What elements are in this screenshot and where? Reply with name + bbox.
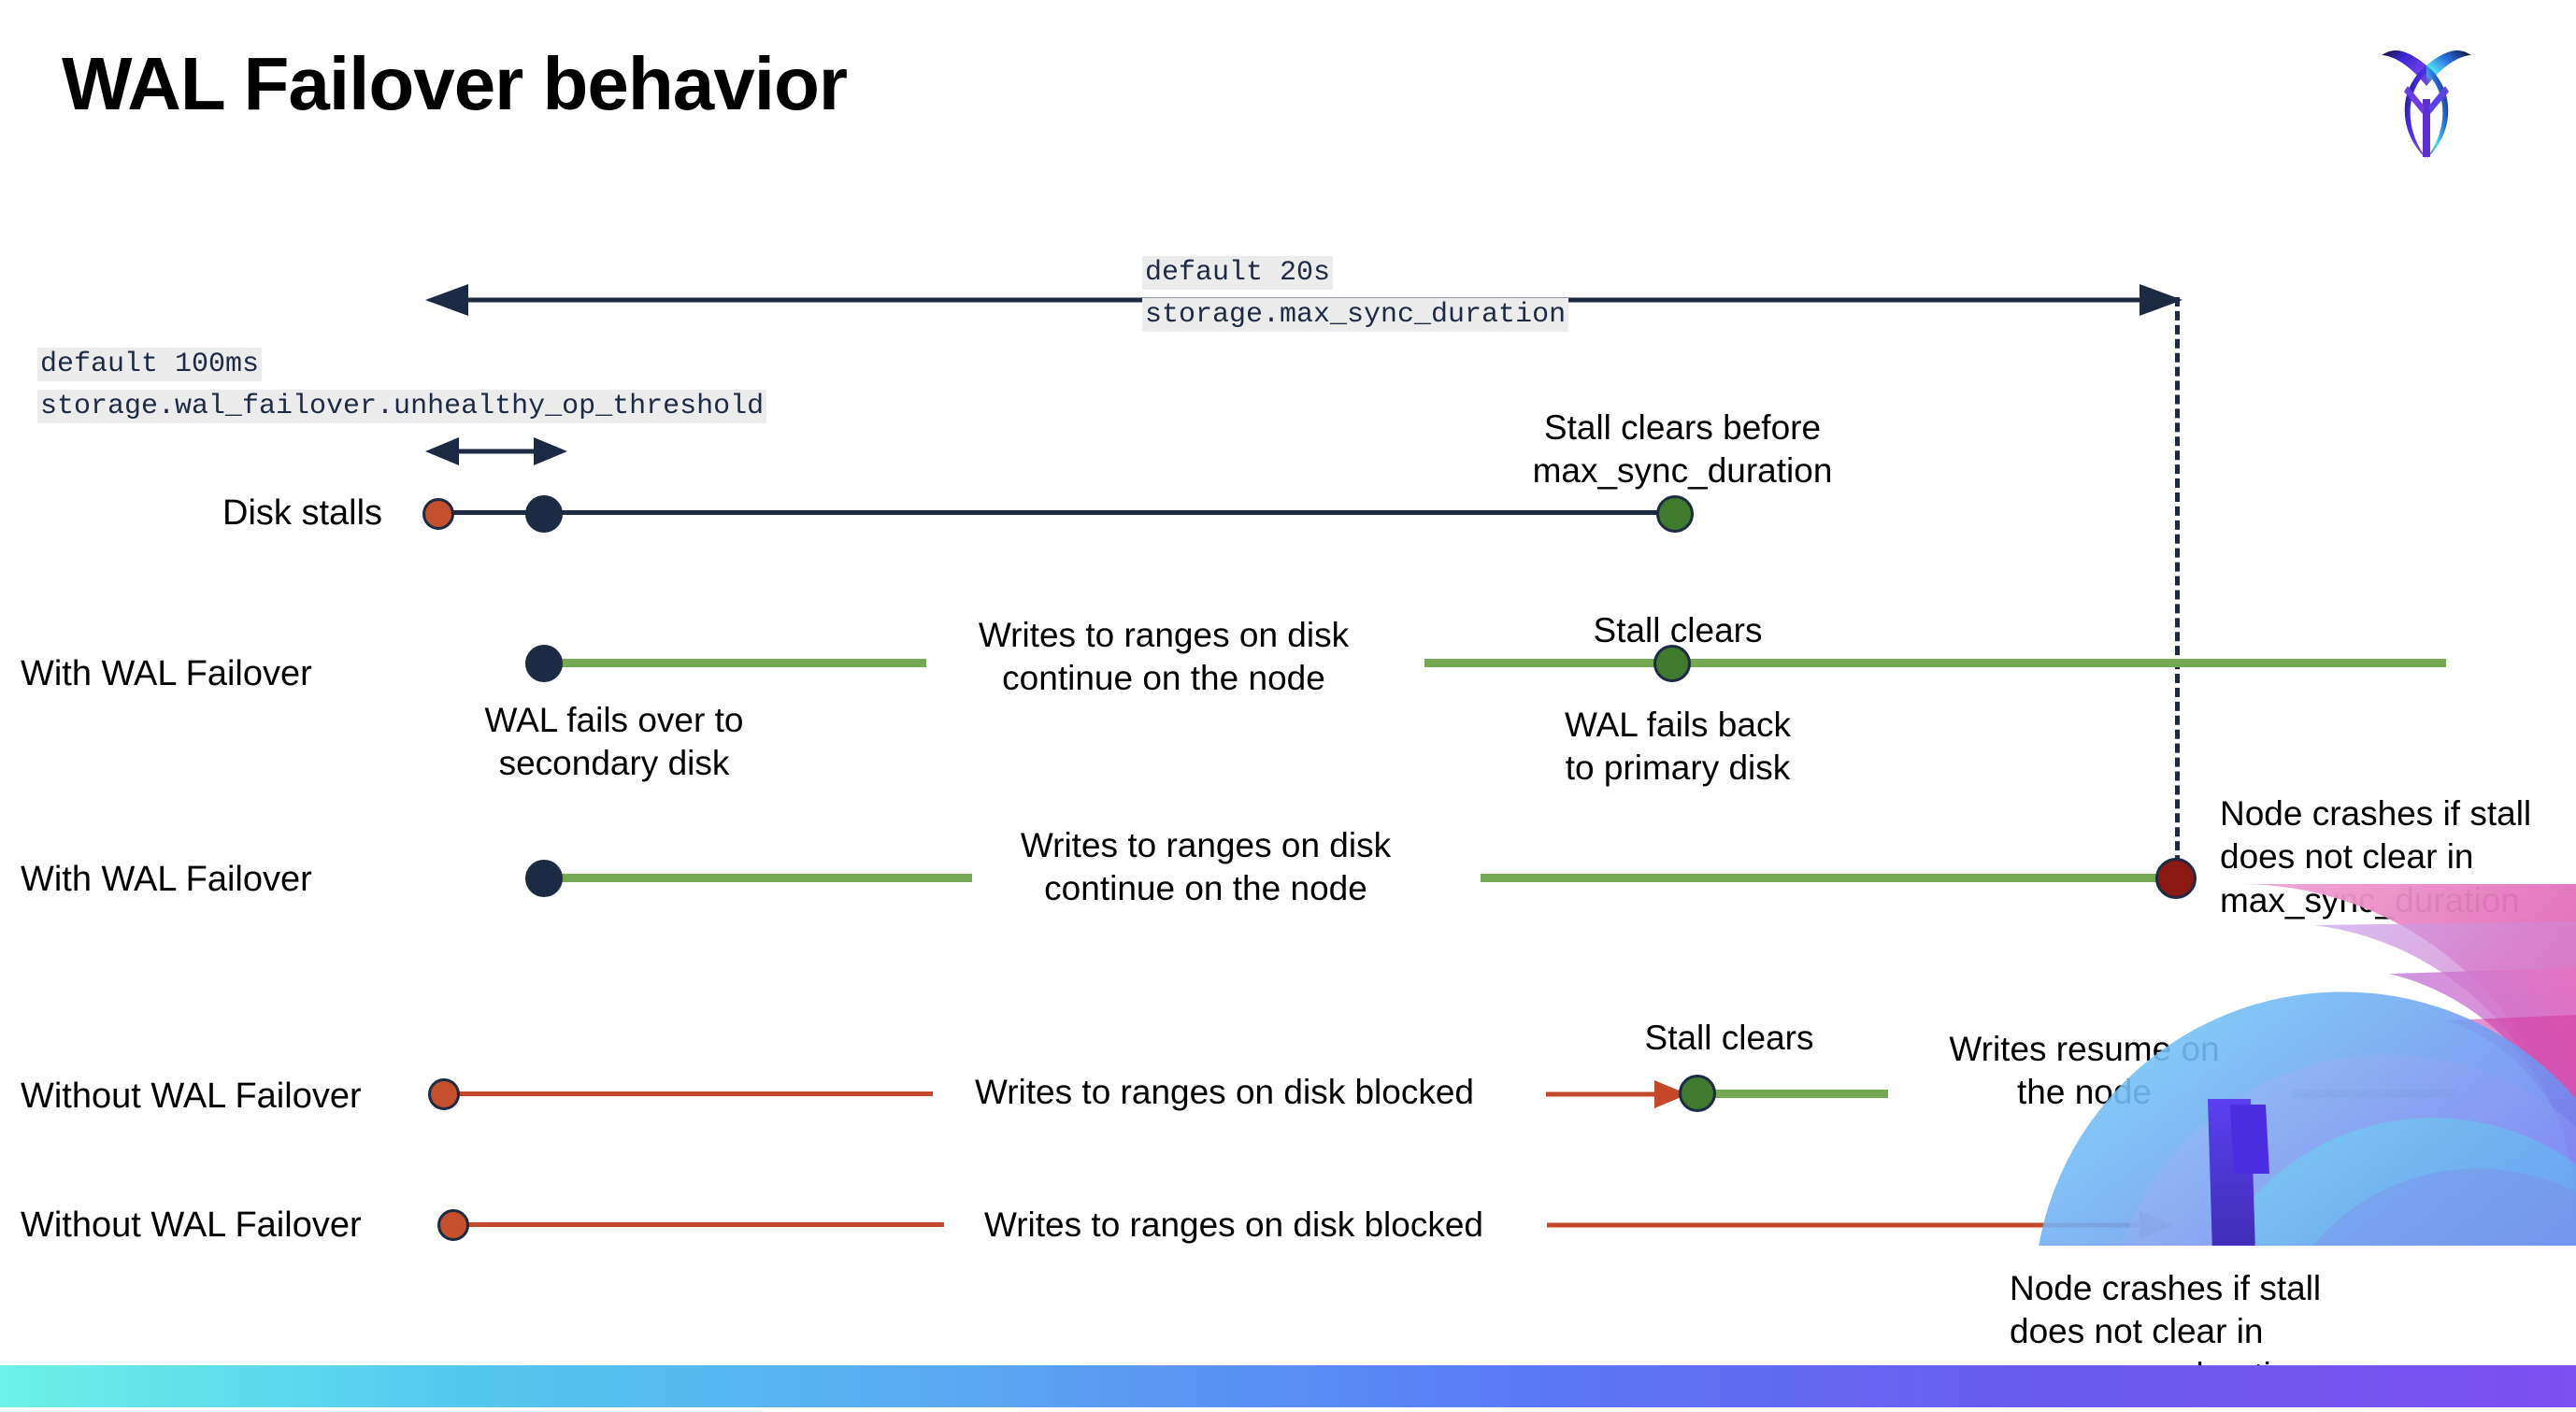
max-sync-setting-label: storage.max_sync_duration xyxy=(1142,297,1569,332)
annotation-writes-continue-1: Writes to ranges on disk continue on the… xyxy=(978,616,1350,698)
row1-stall-start-dot xyxy=(422,498,454,530)
row3-track-left xyxy=(542,874,972,882)
annotation-stall-clears-1: Stall clears xyxy=(1593,611,1763,649)
row-label-with-wal-failover-2: With WAL Failover xyxy=(21,860,312,899)
max-sync-duration-guide-line xyxy=(2175,297,2180,878)
row4-stall-start-dot xyxy=(428,1078,460,1110)
annotation-stall-clears-2: Stall clears xyxy=(1644,1019,1814,1057)
footer-gradient-bar xyxy=(0,1365,2576,1407)
max-sync-default-label: default 20s xyxy=(1142,256,1334,290)
row-label-with-wal-failover-1: With WAL Failover xyxy=(21,654,312,693)
row1-stall-clears-dot xyxy=(1656,495,1694,533)
row2-track-right xyxy=(1424,659,2446,667)
row3-node-crash-dot xyxy=(2155,858,2197,899)
unhealthy-op-threshold-chip-group: default 100ms storage.wal_failover.unhea… xyxy=(37,346,767,425)
row5-track-left xyxy=(458,1222,944,1227)
row3-track-right xyxy=(1481,874,2174,882)
row4-stall-clears-dot xyxy=(1679,1075,1716,1112)
cockroachdb-logo-icon xyxy=(2370,28,2483,164)
annotation-writes-blocked-2: Writes to ranges on disk blocked xyxy=(983,1205,1484,1244)
threshold-setting-label: storage.wal_failover.unhealthy_op_thresh… xyxy=(37,389,767,423)
row5-stall-start-dot xyxy=(437,1209,469,1241)
row-label-without-wal-failover-1: Without WAL Failover xyxy=(21,1077,362,1116)
annotation-wal-fails-over: WAL fails over to secondary disk xyxy=(484,701,744,783)
row-label-without-wal-failover-2: Without WAL Failover xyxy=(21,1205,362,1245)
row4-track-resume-1 xyxy=(1710,1090,1888,1098)
annotation-wal-fails-back: WAL fails back to primary disk xyxy=(1565,706,1791,788)
row2-stall-clears-dot xyxy=(1653,645,1691,682)
annotation-writes-continue-2: Writes to ranges on disk continue on the… xyxy=(1020,826,1392,908)
unhealthy-op-threshold-arrow xyxy=(425,434,567,469)
row-label-disk-stalls: Disk stalls xyxy=(222,493,383,533)
row4-track-blocked-left xyxy=(447,1091,933,1096)
row2-failover-dot xyxy=(525,645,563,682)
page-title: WAL Failover behavior xyxy=(62,42,848,125)
max-sync-duration-chip-group: default 20s storage.max_sync_duration xyxy=(1142,254,1569,334)
row2-track-left xyxy=(540,659,926,667)
annotation-node-crashes-1: Node crashes if stall does not clear in … xyxy=(2220,794,2532,920)
annotation-stall-clears-before: Stall clears before max_sync_duration xyxy=(1532,408,1833,491)
row3-failover-dot xyxy=(525,860,563,897)
row4-blocked-arrow xyxy=(1546,1077,1688,1112)
annotation-writes-blocked-1: Writes to ranges on disk blocked xyxy=(974,1073,1475,1111)
row1-failover-dot xyxy=(525,495,563,533)
row1-timeline-track xyxy=(439,510,1682,515)
threshold-default-label: default 100ms xyxy=(37,348,263,381)
